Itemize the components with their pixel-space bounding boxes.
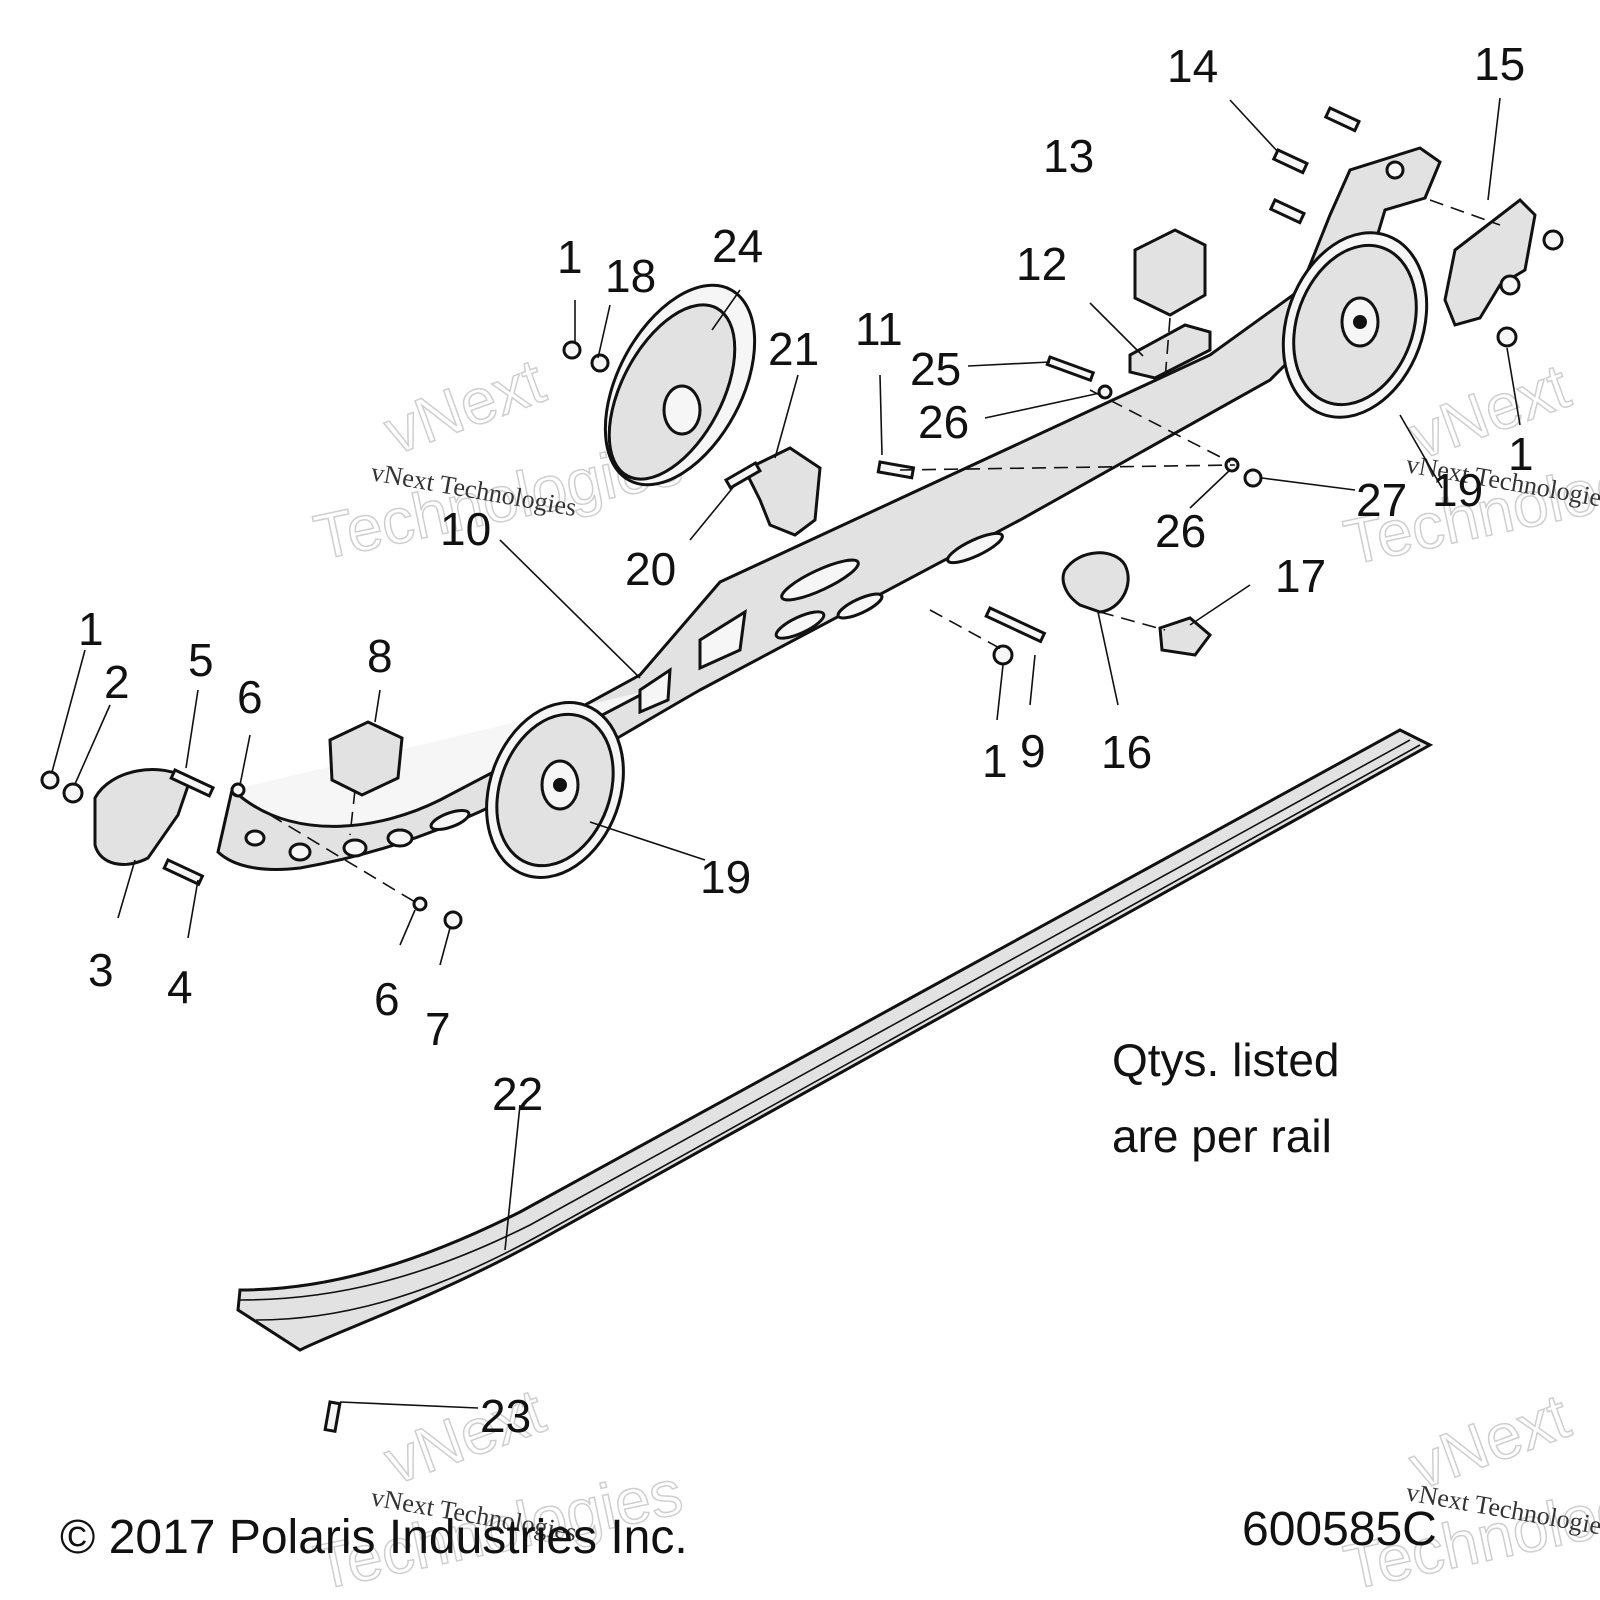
callout-8: 8 — [367, 630, 393, 682]
callout-23: 23 — [480, 1390, 531, 1442]
callout-labels: 1 2 3 4 5 6 6 7 8 9 1 10 11 12 13 14 15 … — [78, 38, 1534, 1442]
callout-6: 6 — [237, 671, 263, 723]
callout-24: 24 — [712, 220, 763, 272]
slide-rail — [236, 728, 1434, 1352]
callout-25: 25 — [910, 343, 961, 395]
callout-1: 1 — [557, 231, 583, 283]
quantity-note: Qtys. listed are per rail — [1112, 1022, 1340, 1174]
callout-1: 1 — [78, 603, 104, 655]
block-part-13 — [1133, 228, 1207, 317]
callout-10: 10 — [440, 503, 491, 555]
callout-20: 20 — [625, 543, 676, 595]
idler-wheel — [603, 283, 757, 487]
callout-26: 26 — [1155, 505, 1206, 557]
callout-19: 19 — [700, 851, 751, 903]
callout-15: 15 — [1474, 38, 1525, 90]
copyright-text: © 2017 Polaris Industries Inc. — [60, 1511, 688, 1564]
watermark-brand: vNext — [375, 344, 554, 468]
callout-4: 4 — [167, 961, 193, 1013]
spacer-part-17 — [1158, 616, 1213, 657]
bumper-part-16 — [1061, 551, 1130, 614]
wheel-rear — [1281, 231, 1429, 419]
clip-part-12 — [1128, 323, 1212, 380]
callout-18: 18 — [605, 250, 656, 302]
callout-6: 6 — [374, 973, 400, 1025]
callout-11: 11 — [855, 303, 903, 355]
callout-27: 27 — [1356, 474, 1407, 526]
endcap-part-3 — [93, 768, 192, 866]
callout-7: 7 — [425, 1003, 451, 1055]
leader-lines — [51, 97, 1521, 1409]
callout-1: 1 — [1508, 428, 1534, 480]
assembly-lines — [231, 199, 1501, 906]
fasteners — [40, 106, 1564, 1434]
callout-1: 1 — [982, 735, 1008, 787]
wheel-front — [485, 701, 625, 879]
cap-part-8 — [328, 720, 404, 797]
plate-part-15 — [1443, 198, 1537, 327]
callout-2: 2 — [104, 656, 130, 708]
callout-21: 21 — [768, 323, 819, 375]
callout-5: 5 — [188, 634, 214, 686]
callout-9: 9 — [1020, 725, 1046, 777]
quantity-note-line-2: are per rail — [1112, 1110, 1332, 1162]
bracket-part-21 — [742, 446, 822, 537]
callout-13: 13 — [1043, 130, 1094, 182]
diagram-part-number: 600585C — [1242, 1503, 1437, 1556]
callout-19: 19 — [1432, 464, 1483, 516]
callout-3: 3 — [88, 944, 114, 996]
callout-12: 12 — [1016, 238, 1067, 290]
callout-17: 17 — [1275, 550, 1326, 602]
callout-14: 14 — [1167, 40, 1218, 92]
callout-16: 16 — [1101, 726, 1152, 778]
quantity-note-line-1: Qtys. listed — [1112, 1034, 1340, 1086]
callout-22: 22 — [492, 1068, 543, 1120]
callout-26: 26 — [918, 396, 969, 448]
